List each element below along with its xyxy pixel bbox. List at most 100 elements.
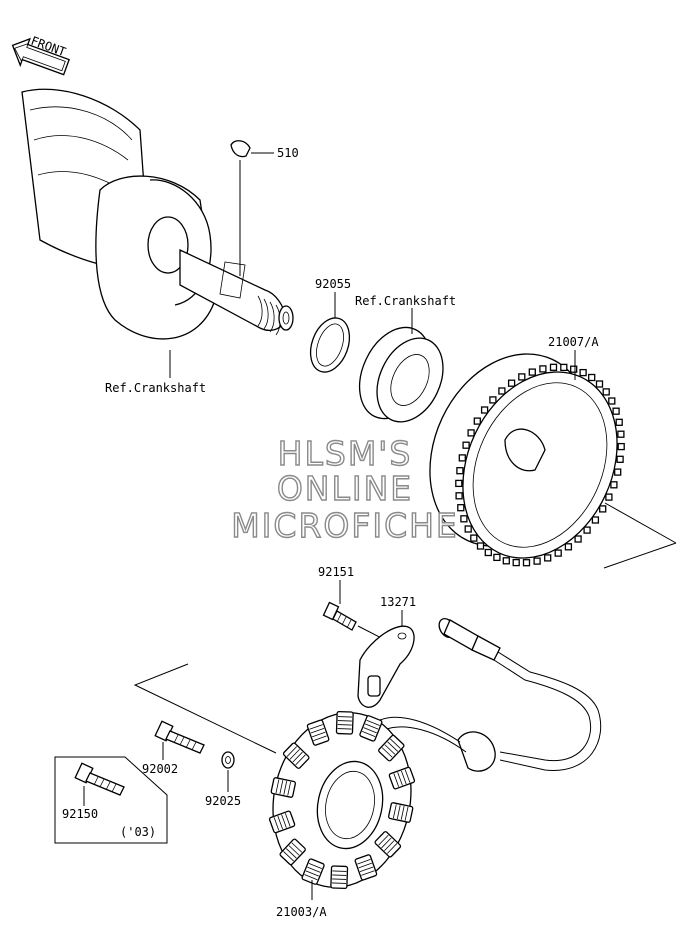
- coil-winding: [287, 781, 292, 796]
- coil-winding: [381, 747, 393, 758]
- gear-tooth: [512, 558, 520, 567]
- gear-tooth: [617, 430, 625, 438]
- coil-winding: [286, 746, 298, 757]
- gear-tooth: [539, 365, 547, 373]
- rotor-gear-teeth: [455, 363, 625, 567]
- gear-tooth: [455, 479, 463, 488]
- stator-coil: [270, 777, 297, 798]
- coil-winding: [401, 770, 407, 785]
- coil-winding: [378, 834, 389, 846]
- stator-coil: [268, 810, 296, 834]
- coil-winding: [273, 817, 280, 831]
- coil-winding: [397, 772, 403, 786]
- gear-tooth: [518, 373, 526, 381]
- coil-winding: [304, 874, 318, 881]
- rotor-21007a: [429, 353, 625, 567]
- coil-winding: [310, 728, 325, 734]
- coil-winding: [366, 719, 380, 726]
- coil-winding: [283, 851, 294, 862]
- callout-92055: 92055: [315, 277, 351, 291]
- gear-tooth: [456, 467, 464, 475]
- gear-tooth: [493, 553, 501, 562]
- coil-winding: [393, 773, 400, 787]
- gear-tooth: [549, 363, 558, 371]
- gear-tooth: [616, 455, 624, 463]
- callout-13271: 13271: [380, 595, 416, 609]
- gear-tooth: [476, 542, 485, 550]
- gear-tooth: [583, 526, 591, 534]
- gear-tooth: [617, 442, 625, 451]
- coil-winding: [292, 751, 303, 763]
- gear-tooth: [458, 454, 466, 462]
- stator-coil: [282, 742, 310, 769]
- gear-tooth: [560, 363, 568, 372]
- gear-tooth: [502, 557, 510, 565]
- gear-tooth: [464, 525, 472, 533]
- callout-92150: 92150: [62, 807, 98, 821]
- gear-tooth: [599, 505, 607, 513]
- holding-plate-13271: [357, 625, 415, 708]
- stator-coil: [378, 734, 405, 762]
- o-ring-92055: [309, 317, 351, 373]
- watermark-line-1: HLSM'S: [278, 434, 413, 473]
- coil-winding: [404, 806, 409, 821]
- coil-winding: [392, 804, 397, 819]
- callout-year-note: ('03): [120, 825, 156, 839]
- stator-coil: [387, 802, 414, 823]
- stator-coil: [301, 858, 325, 885]
- stator-21003a: [268, 710, 416, 890]
- coil-winding: [289, 748, 300, 760]
- crankshaft-collar: [358, 326, 444, 423]
- stator-coils: [268, 710, 416, 890]
- coil-winding: [313, 735, 327, 741]
- coil-winding: [363, 727, 377, 734]
- coil-winding: [384, 744, 396, 755]
- gear-tooth: [533, 557, 541, 565]
- coil-winding: [384, 840, 395, 852]
- coil-winding: [359, 866, 374, 872]
- gear-tooth: [462, 441, 470, 449]
- coil-winding: [357, 859, 371, 865]
- gear-tooth: [570, 365, 578, 373]
- woodruff-key: [230, 140, 251, 158]
- coil-winding: [365, 723, 379, 730]
- gear-tooth: [574, 535, 582, 543]
- stator-coil: [279, 838, 306, 866]
- coil-winding: [277, 815, 283, 830]
- coil-winding: [358, 862, 372, 869]
- coil-winding: [279, 780, 284, 795]
- callout-21003a: 21003/A: [276, 905, 327, 919]
- gear-tooth: [612, 407, 620, 415]
- stator-coil: [354, 854, 378, 881]
- coil-winding: [291, 842, 303, 853]
- gear-tooth: [602, 388, 610, 396]
- crankshaft-illustration: [21, 88, 294, 340]
- coil-winding: [288, 845, 300, 856]
- stator-coil: [388, 766, 416, 790]
- coil-winding: [305, 870, 319, 877]
- gear-tooth: [457, 504, 465, 512]
- gear-tooth: [467, 429, 475, 437]
- callout-ref-crankshaft-lower: Ref.Crankshaft: [105, 381, 206, 395]
- coil-winding: [361, 870, 375, 876]
- gear-tooth: [470, 534, 478, 542]
- gear-tooth: [507, 379, 516, 387]
- coil-winding: [390, 738, 401, 749]
- coil-winding: [400, 805, 405, 820]
- gear-tooth: [489, 396, 497, 404]
- callout-92002: 92002: [142, 762, 178, 776]
- gear-tooth: [579, 368, 587, 377]
- gear-tooth: [455, 492, 463, 500]
- stator-coil: [335, 710, 354, 735]
- washer-92025: [221, 751, 235, 769]
- gear-tooth: [588, 373, 596, 382]
- gear-tooth: [528, 368, 536, 376]
- gear-tooth: [498, 387, 506, 395]
- gear-tooth: [544, 554, 552, 562]
- callout-ref-crankshaft-upper: Ref.Crankshaft: [355, 294, 456, 308]
- gear-tooth: [522, 559, 531, 567]
- coil-winding: [404, 769, 411, 783]
- watermark: HLSM'S ONLINE MICROFICHE: [231, 433, 458, 545]
- gear-tooth: [615, 418, 623, 426]
